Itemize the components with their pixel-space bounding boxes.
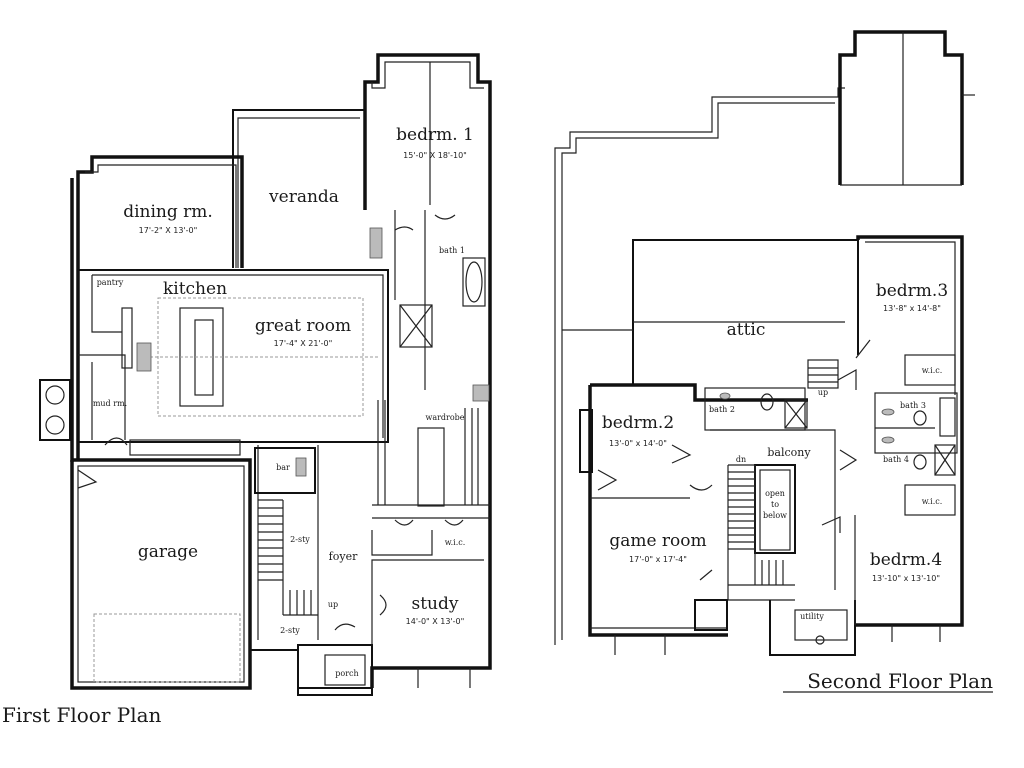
bedrm2-label: bedrm.2 [602,413,674,433]
game-room-dim: 17'-0" x 17'-4" [629,555,687,564]
bedrm1-dim: 15'-0" X 18'-10" [403,151,467,160]
garage-label: garage [138,542,198,562]
study-dim: 14'-0" X 13'-0" [406,617,465,626]
wic-label: w.i.c. [445,538,466,547]
second-floor-up-label: up [818,388,828,397]
veranda-label: veranda [268,187,339,207]
balcony-label: balcony [767,446,811,459]
wic4-label: w.i.c. [922,497,943,506]
first-floor-plan-title: First Floor Plan [2,703,162,727]
game-room-label: game room [609,531,706,551]
pantry-label: pantry [97,278,124,287]
two-sty-a-label: 2-sty [290,535,310,544]
first-floor-up-label: up [328,600,338,609]
study-label: study [412,594,459,614]
great-room-label: great room [255,316,351,336]
first-floor-walls [39,53,492,696]
attic-label: attic [727,320,766,340]
second-floor-plan: attic bedrm.3 13'-8" x 14'-8" bedrm.2 13… [554,30,993,693]
first-floor-plan: bedrm. 1 15'-0" X 18'-10" dining rm. 17'… [2,53,492,727]
bedrm4-dim: 13'-10" x 13'-10" [872,574,940,583]
bedrm3-label: bedrm.3 [876,281,948,301]
utility-label: utility [800,612,824,621]
great-room-dim: 17'-4" X 21'-0" [274,339,333,348]
bedrm3-dim: 13'-8" x 14'-8" [883,304,941,313]
foyer-label: foyer [329,550,358,563]
second-floor-plan-title: Second Floor Plan [807,669,993,693]
second-floor-walls [554,30,975,656]
bath2-label: bath 2 [709,405,735,414]
dining-label: dining rm. [123,202,213,222]
wardrobe-label: wardrobe [425,413,464,422]
bedrm2-dim: 13'-0" x 14'-0" [609,439,667,448]
open-to-below-label: open to below [762,489,788,520]
two-sty-b-label: 2-sty [280,626,300,635]
open-to-below-box: open to below [762,489,788,520]
kitchen-label: kitchen [163,279,227,299]
bath4-label: bath 4 [883,455,909,464]
porch-label: porch [335,669,358,678]
bedrm1-label: bedrm. 1 [396,125,474,145]
wic3-label: w.i.c. [922,366,943,375]
dining-dim: 17'-2" X 13'-0" [139,226,198,235]
bath3-label: bath 3 [900,401,926,410]
dn-label: dn [736,455,746,464]
mud-rm-label: mud rm. [93,399,127,408]
bath1-label: bath 1 [439,246,465,255]
bedrm4-label: bedrm.4 [870,550,942,570]
bar-label: bar [276,463,290,472]
